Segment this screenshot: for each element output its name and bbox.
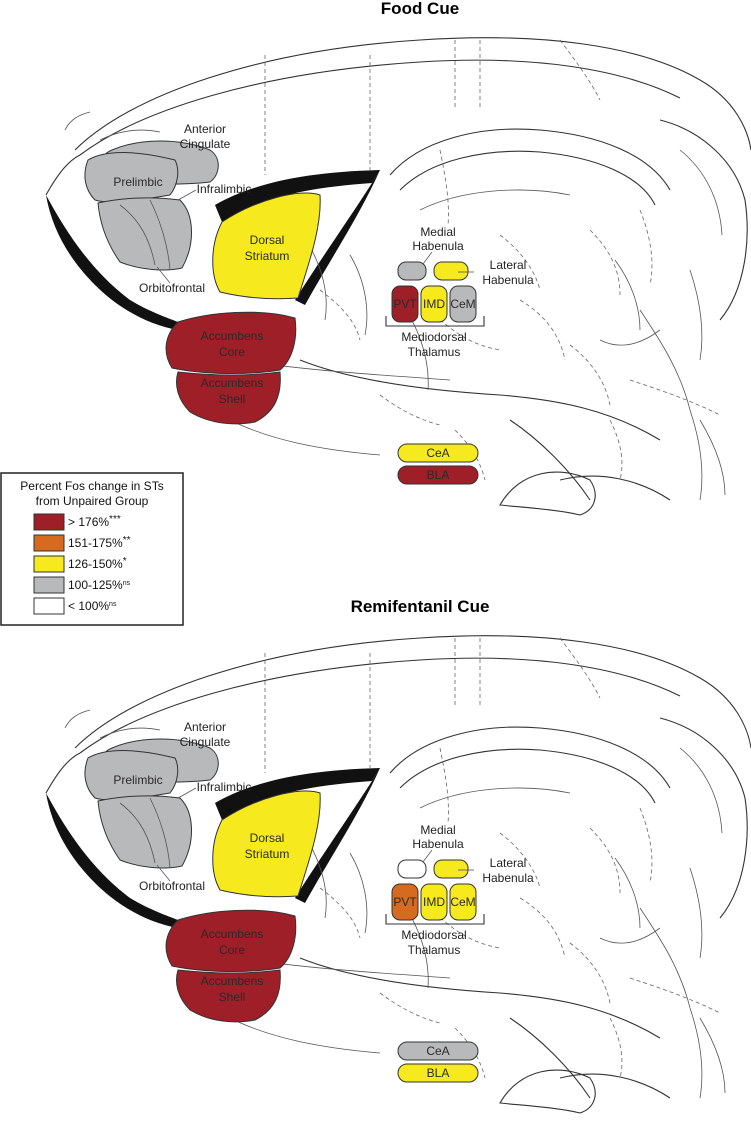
bla-region <box>397 465 479 485</box>
brain-outline <box>45 635 751 1114</box>
accumbens-core-region <box>165 909 297 973</box>
legend-label: < 100%ns <box>68 599 117 613</box>
medial-habenula-region <box>397 261 427 281</box>
legend-label: > 176%*** <box>68 514 121 529</box>
legend-swatch <box>33 576 65 594</box>
label-accumbens-shell-1: Accumbens <box>201 376 264 390</box>
label-accumbens-core-1: Accumbens <box>201 329 264 343</box>
panel-title: Food Cue <box>381 0 459 18</box>
legend-significance: *** <box>109 514 121 525</box>
label-striatum: Striatum <box>245 249 290 263</box>
label-anterior: Anterior <box>184 122 226 136</box>
label-dorsal: Dorsal <box>250 233 285 247</box>
label-lateral: Lateral <box>490 258 527 272</box>
label-thalamus: Thalamus <box>408 943 461 957</box>
legend-label: 100-125%ns <box>68 578 131 592</box>
cem-region <box>449 285 477 323</box>
pvt-region <box>391 285 419 323</box>
dorsal-striatum-region <box>212 790 321 898</box>
bla-region <box>397 1063 479 1083</box>
legend-significance: * <box>123 556 127 567</box>
label-pvt: PVT <box>393 297 417 311</box>
cea-region <box>397 443 479 463</box>
prelimbic-region <box>84 152 179 203</box>
label-accumbens-core-1: Accumbens <box>201 927 264 941</box>
legend-swatch <box>33 534 65 552</box>
label-cingulate: Cingulate <box>180 137 231 151</box>
label-cea: CeA <box>426 446 449 460</box>
label-bla: BLA <box>427 1066 450 1080</box>
panel-title: Remifentanil Cue <box>351 597 490 616</box>
legend-swatch <box>33 513 65 531</box>
legend-swatch <box>33 597 65 615</box>
label-bla: BLA <box>427 468 450 482</box>
label-mediodorsal: Mediodorsal <box>401 330 466 344</box>
label-mediodorsal: Mediodorsal <box>401 928 466 942</box>
label-imd: IMD <box>423 297 445 311</box>
label-cingulate: Cingulate <box>180 735 231 749</box>
label-medial: Medial <box>420 225 455 239</box>
label-lateral: Lateral <box>490 856 527 870</box>
pvt-region <box>391 883 419 921</box>
label-imd: IMD <box>423 895 445 909</box>
medial-habenula-region <box>397 859 427 879</box>
cea-region <box>397 1041 479 1061</box>
label-dorsal: Dorsal <box>250 831 285 845</box>
label-medial: Medial <box>420 823 455 837</box>
label-orbitofrontal: Orbitofrontal <box>139 281 205 295</box>
label-infralimbic: Infralimbic <box>197 780 252 794</box>
label-anterior: Anterior <box>184 720 226 734</box>
panel-food-cue: Food Cue Anterior Cingulate Prelimbic <box>45 0 751 516</box>
dorsal-striatum-region <box>212 192 321 300</box>
legend-significance: ** <box>123 535 131 546</box>
label-habenula-m: Habenula <box>412 837 464 851</box>
legend-significance: ns <box>109 601 117 608</box>
label-prelimbic: Prelimbic <box>113 773 162 787</box>
lateral-habenula-region <box>433 261 469 281</box>
imd-region <box>420 883 448 921</box>
label-accumbens-shell-2: Shell <box>219 392 246 406</box>
label-orbitofrontal: Orbitofrontal <box>139 879 205 893</box>
label-accumbens-shell-1: Accumbens <box>201 974 264 988</box>
label-striatum: Striatum <box>245 847 290 861</box>
label-accumbens-core-2: Core <box>219 943 245 957</box>
label-habenula-m: Habenula <box>412 239 464 253</box>
legend-box <box>0 472 184 626</box>
label-prelimbic: Prelimbic <box>113 175 162 189</box>
prelimbic-region <box>84 750 179 801</box>
label-cem: CeM <box>450 895 475 909</box>
imd-region <box>420 285 448 323</box>
legend-swatch <box>33 555 65 573</box>
label-accumbens-shell-2: Shell <box>219 990 246 1004</box>
label-thalamus: Thalamus <box>408 345 461 359</box>
accumbens-core-region <box>165 311 297 375</box>
legend-label: 151-175%** <box>68 535 131 550</box>
label-cea: CeA <box>426 1044 449 1058</box>
cem-region <box>449 883 477 921</box>
label-cem: CeM <box>450 297 475 311</box>
label-habenula-l: Habenula <box>482 871 534 885</box>
label-pvt: PVT <box>393 895 417 909</box>
legend-title-line2: from Unpaired Group <box>36 494 149 508</box>
legend-label: 126-150%* <box>68 556 127 571</box>
panel-remifentanil-cue: Remifentanil Cue Anterior Cingu <box>45 597 751 1114</box>
accumbens-shell-region <box>176 371 281 425</box>
legend-significance: ns <box>123 580 131 587</box>
brain-outline <box>45 37 751 516</box>
accumbens-shell-region <box>176 969 281 1023</box>
label-accumbens-core-2: Core <box>219 345 245 359</box>
legend: Percent Fos change in STs from Unpaired … <box>0 472 184 626</box>
legend-title-line1: Percent Fos change in STs <box>20 479 163 493</box>
lateral-habenula-region <box>433 859 469 879</box>
label-infralimbic: Infralimbic <box>197 182 252 196</box>
label-habenula-l: Habenula <box>482 273 534 287</box>
